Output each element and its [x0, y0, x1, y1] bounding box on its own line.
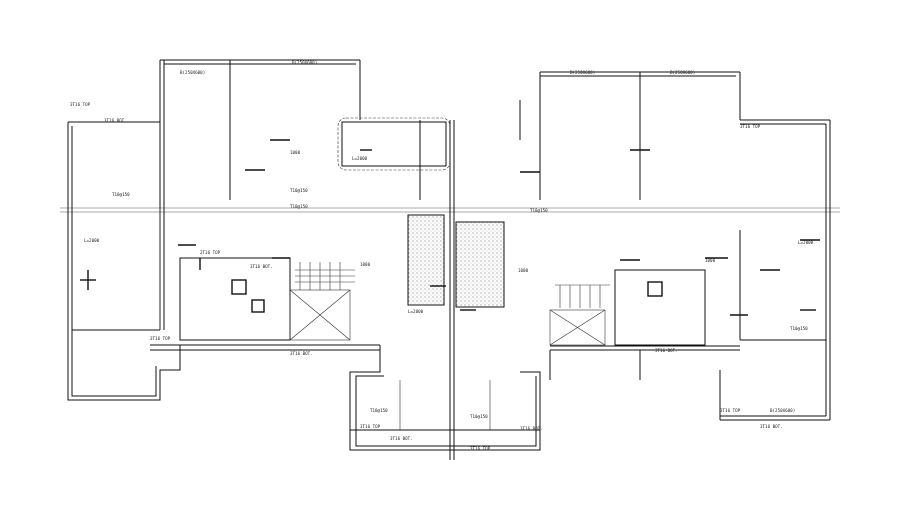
beam-label: B(250X600): [180, 70, 205, 75]
left-stair-core: [179, 257, 355, 341]
rebar-label: 3T16 TOP: [150, 336, 171, 341]
rebar-label: 3T16 BOT.: [290, 351, 313, 356]
center-lower-wing: [349, 345, 541, 451]
rebar-label: 3T16 TOP: [740, 124, 761, 129]
left-wing-outline: [67, 59, 380, 401]
link-label: T10@150: [290, 204, 308, 209]
link-label: T10@150: [290, 188, 308, 193]
revision-cloud: [337, 117, 451, 171]
length-label: L=2000: [798, 240, 814, 245]
rebar-label: 2T16 TOP: [200, 250, 221, 255]
dimension-label: 1000: [518, 268, 529, 273]
rebar-label: 3T16 TOP: [360, 424, 381, 429]
rebar-label: 3T16 BOT.: [655, 348, 678, 353]
length-label: L=2000: [84, 238, 100, 243]
beam-label: B(250X600): [770, 408, 795, 413]
length-label: L=2000: [408, 309, 424, 314]
beam-label: B(250X600): [570, 70, 595, 75]
dimension-label: 1000: [360, 262, 371, 267]
right-stair-core: [549, 269, 706, 346]
rebar-label: 3T16 BOT.: [104, 118, 127, 123]
dimension-label: 1000: [705, 258, 716, 263]
annotations: B(250X600) B(250X600) B(250X600) B(250X6…: [70, 60, 814, 451]
link-label: T10@150: [112, 192, 130, 197]
link-label: T10@150: [470, 414, 488, 419]
length-label: L=2000: [352, 156, 368, 161]
rebar-label: 3T16 BOT.: [760, 424, 783, 429]
central-shaft: [407, 120, 505, 460]
rebar-label: 3T16 BOT.: [250, 264, 273, 269]
link-label: T10@150: [790, 326, 808, 331]
beam-label: B(250X600): [292, 60, 317, 65]
link-label: T10@150: [370, 408, 388, 413]
rebar-label: 3T16 TOP: [70, 102, 91, 107]
rebar-label: 3T16 BOT.: [390, 436, 413, 441]
rebar-marks: [80, 139, 820, 316]
right-wing-outline: [519, 71, 831, 421]
rebar-label: 3T16 BOT.: [520, 426, 543, 431]
beam-label: B(250X600): [670, 70, 695, 75]
dimension-label: 1000: [290, 150, 301, 155]
rebar-label: 3T16 TOP: [720, 408, 741, 413]
link-label: T10@150: [530, 208, 548, 213]
rebar-label: 3T16 TOP: [470, 446, 491, 451]
